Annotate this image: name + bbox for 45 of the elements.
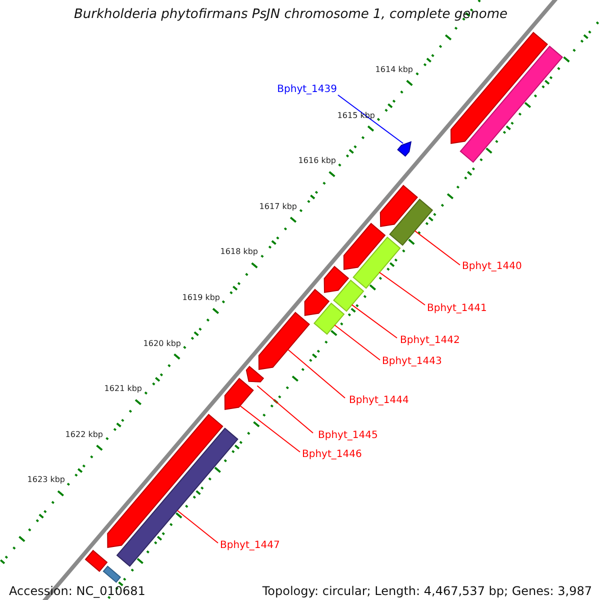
gene-feature: [224, 378, 254, 410]
gene-feature: [397, 141, 412, 157]
leader-line: [378, 272, 426, 306]
gene-feature: [460, 46, 564, 163]
leader-line: [240, 405, 300, 452]
leader-line: [334, 324, 380, 360]
gene-label: Bphyt_1445: [318, 430, 378, 442]
gene-feature: [389, 198, 434, 246]
gene-feature: [450, 32, 548, 144]
scale-label: 1622 kbp: [65, 430, 103, 440]
gene-feature: [246, 366, 264, 382]
map-title: Burkholderia phytofirmans PsJN chromosome 1, complete genome: [73, 6, 509, 24]
scale-label: 1620 kbp: [143, 339, 181, 349]
gene-feature: [84, 550, 108, 572]
gene-label: Bphyt_1446: [302, 449, 362, 461]
scale-label: 1614 kbp: [375, 65, 413, 75]
gene-feature: [314, 302, 345, 335]
scale-label: 1621 kbp: [104, 384, 142, 394]
gene-feature: [380, 184, 418, 227]
gene-label: Bphyt_1447: [220, 540, 280, 552]
gene-feature: [343, 222, 386, 270]
gene-feature: [352, 236, 401, 289]
gene-label: Bphyt_1442: [400, 335, 460, 347]
gene-label: Bphyt_1441: [427, 303, 487, 315]
gene-feature: [324, 266, 350, 293]
leader-line: [176, 510, 218, 544]
gene-feature: [258, 312, 310, 370]
scale-label: 1616 kbp: [298, 156, 336, 166]
scale-label: 1618 kbp: [220, 247, 258, 257]
gene-feature: [304, 288, 330, 316]
leader-line: [338, 94, 404, 144]
gene-label: Bphyt_1440: [462, 261, 522, 273]
gene-label: Bphyt_1439: [277, 84, 337, 96]
gene-feature: [333, 280, 364, 312]
gene-label: Bphyt_1443: [382, 356, 442, 368]
gene-label: Bphyt_1444: [349, 395, 409, 407]
leader-line: [287, 349, 346, 398]
scale-label: 1619 kbp: [182, 293, 220, 303]
leader-line: [414, 230, 460, 266]
scale-label: 1617 kbp: [259, 202, 297, 212]
scale-label: 1623 kbp: [27, 475, 65, 485]
leader-line: [351, 304, 398, 338]
accession-text: Accession: NC_010681: [9, 584, 146, 598]
genome-summary-text: Topology: circular; Length: 4,467,537 bp; Genes: 3,987: [262, 584, 592, 598]
gene-feature: [102, 566, 122, 583]
